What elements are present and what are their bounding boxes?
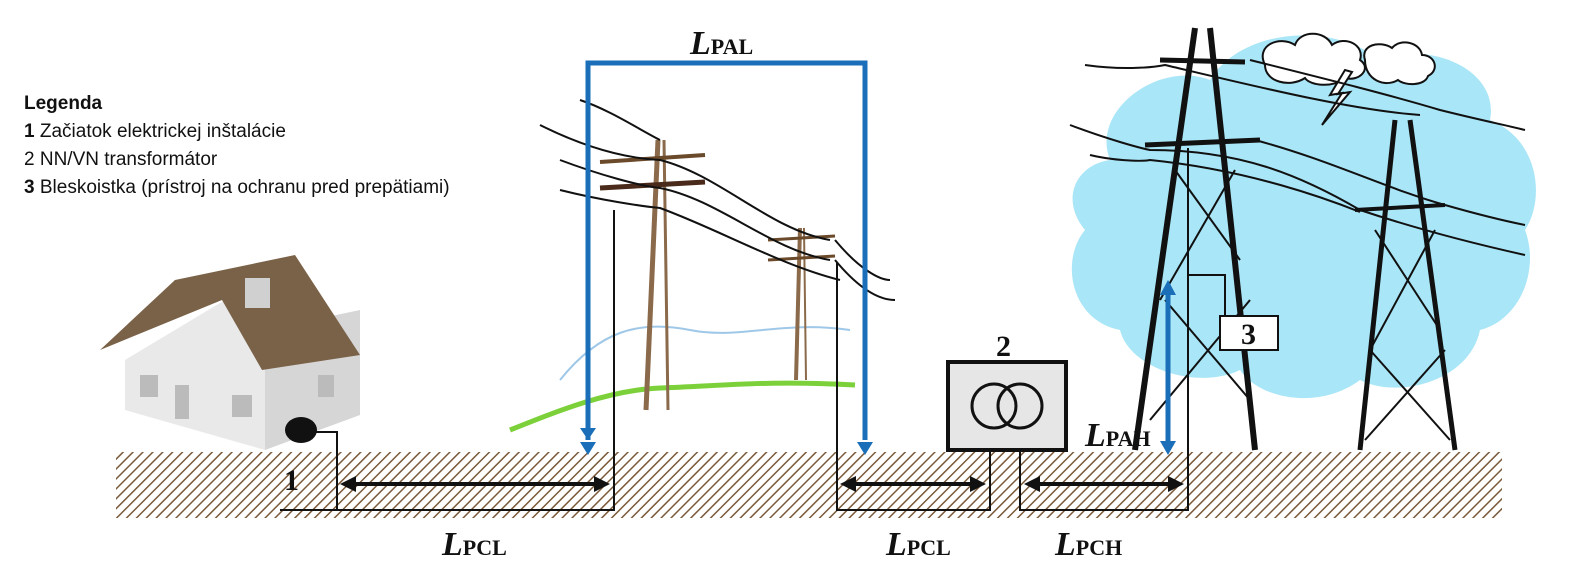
pal-bracket <box>585 60 868 440</box>
label-pah: LPAH <box>1084 417 1151 454</box>
legend-item-2-num: 2 <box>24 149 35 170</box>
label-pcl-right: LPCL <box>885 526 951 563</box>
marker-2: 2 <box>996 330 1011 363</box>
legend-item-2-text: NN/VN transformátor <box>34 149 218 170</box>
wooden-pole-2 <box>767 227 836 381</box>
pcl-left-arrow <box>340 476 610 492</box>
marker-1: 1 <box>284 464 299 497</box>
low-voltage-wires <box>539 99 896 301</box>
legend-title: Legenda <box>24 93 103 114</box>
legend-item-1-text: Začiatok elektrickej inštalácie <box>34 121 286 142</box>
transmission-tower-2 <box>1354 119 1458 451</box>
legend-item-3: 3 Bleskoistka (prístroj na ochranu pred … <box>24 174 450 202</box>
pcl-right-arrow <box>840 476 986 492</box>
pah-arrowhead-top <box>1160 280 1176 295</box>
house-icon <box>100 255 360 450</box>
legend: Legenda 1 Začiatok elektrickej inštaláci… <box>24 90 450 202</box>
surge-arrester-box <box>1219 315 1279 351</box>
transmission-tower-1 <box>1132 27 1261 451</box>
cloud-background <box>1071 35 1536 399</box>
high-voltage-wires <box>1069 59 1526 256</box>
legend-item-1-num: 1 <box>24 121 35 142</box>
label-pch: LPCH <box>1054 526 1122 563</box>
wooden-pole-1 <box>599 139 706 411</box>
legend-item-2: 2 NN/VN transformátor <box>24 146 450 174</box>
legend-item-3-num: 3 <box>24 177 35 198</box>
label-pal: LPAL <box>689 25 753 62</box>
pal-left-arrow-tip <box>580 442 596 455</box>
installation-start-node <box>285 417 317 443</box>
pch-arrow <box>1024 476 1184 492</box>
storm-cloud-icon <box>1261 32 1436 126</box>
pal-right-arrowhead <box>857 442 873 455</box>
ground <box>116 452 1502 518</box>
conductors <box>280 148 1226 511</box>
legend-item-3-text: Bleskoistka (prístroj na ochranu pred pr… <box>34 177 450 198</box>
hills <box>509 325 856 433</box>
legend-item-1: 1 Začiatok elektrickej inštalácie <box>24 118 450 146</box>
transformer-box <box>946 360 1068 452</box>
marker-3: 3 <box>1241 318 1256 351</box>
pah-arrowhead-bottom <box>1160 441 1176 455</box>
label-pcl-left: LPCL <box>441 526 507 563</box>
pal-left-arrowhead <box>580 428 596 440</box>
